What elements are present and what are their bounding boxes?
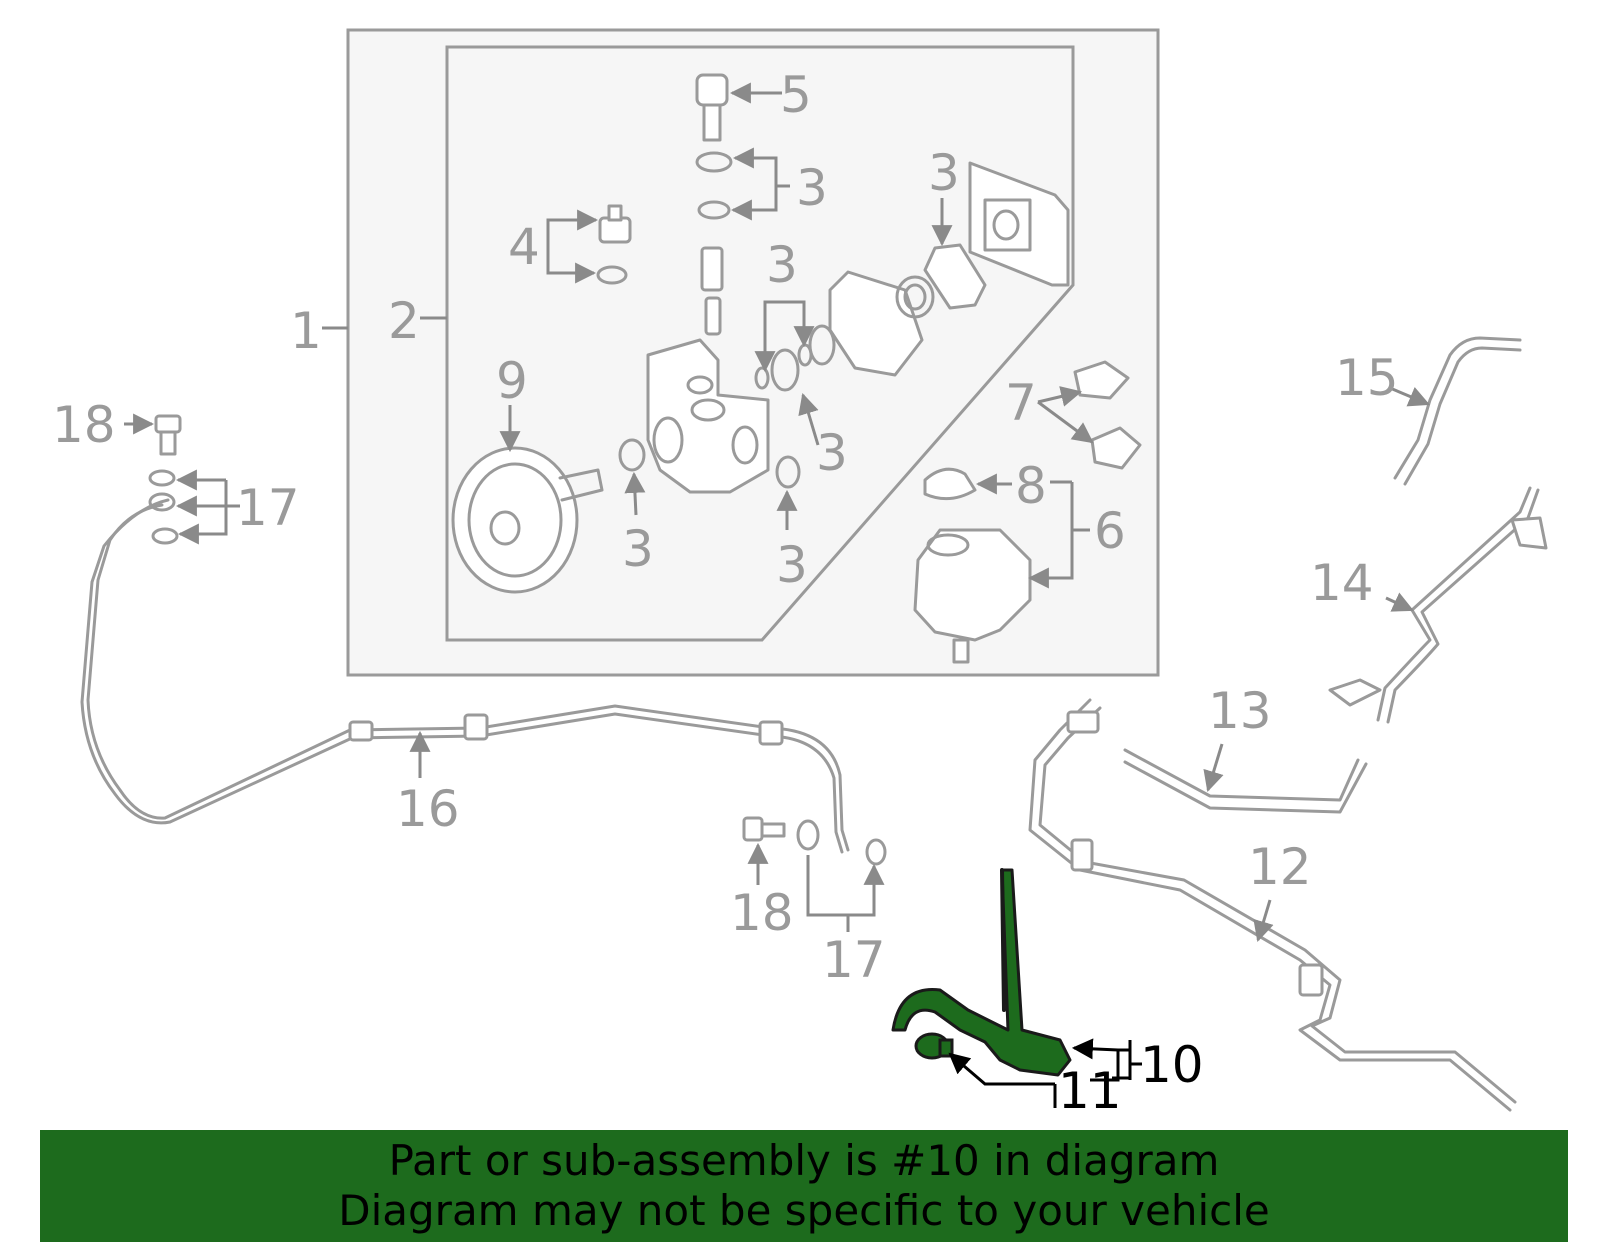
hose-part-15 (1393, 336, 1522, 486)
callout-7: 7 (1005, 374, 1037, 432)
cam-plate (828, 270, 924, 377)
callout-10: 10 (1140, 1036, 1204, 1094)
assembly-box-inner (445, 45, 1075, 642)
callout-13: 13 (1208, 682, 1272, 740)
gasket (923, 243, 987, 310)
pulley-part-9 (451, 446, 604, 594)
hose-part-13 (1123, 748, 1368, 814)
pipe-part-14 (1328, 486, 1548, 724)
callout-11: 11 (1058, 1062, 1122, 1120)
callout-8: 8 (1015, 457, 1047, 515)
callout-2: 2 (388, 292, 420, 350)
bolt-part-18-left (154, 414, 182, 456)
callout-5: 5 (780, 66, 812, 124)
pump-body (646, 338, 770, 494)
callout-6: 6 (1094, 502, 1126, 560)
callout-3-mid: 3 (816, 424, 848, 482)
valve-part-4 (596, 204, 632, 285)
banner-line-2: Diagram may not be specific to your vehi… (338, 1186, 1270, 1235)
callout-1: 1 (290, 302, 322, 360)
callout-3-lower: 3 (776, 536, 808, 594)
return-line-part-12 (1028, 698, 1517, 1112)
callout-18-left: 18 (52, 396, 116, 454)
callout-3-top: 3 (796, 159, 828, 217)
pressure-hose-part-16 (80, 498, 850, 854)
reservoir-part-6 (913, 528, 1032, 664)
callout-17-left: 17 (236, 479, 300, 537)
bolt-part-5 (695, 73, 729, 142)
callout-9: 9 (496, 352, 528, 410)
banner-line-1: Part or sub-assembly is #10 in diagram (388, 1136, 1220, 1185)
callout-3-pulley: 3 (622, 520, 654, 578)
callout-4: 4 (508, 218, 540, 276)
callout-12: 12 (1248, 838, 1312, 896)
bolt-part-18-bottom (742, 816, 786, 842)
info-banner: Part or sub-assembly is #10 in diagram D… (40, 1130, 1568, 1242)
cap-part-8 (923, 467, 977, 501)
callout-16: 16 (396, 780, 460, 838)
callout-3-center: 3 (766, 236, 798, 294)
callout-17-bottom: 17 (822, 931, 886, 989)
highlighted-hose-part-10 (891, 868, 1072, 1077)
callout-15: 15 (1335, 349, 1399, 407)
callout-3-right: 3 (928, 144, 960, 202)
callout-18-bottom: 18 (730, 884, 794, 942)
callout-14: 14 (1310, 554, 1374, 612)
clip-part-7 (1073, 360, 1142, 470)
rear-cover (968, 161, 1070, 287)
